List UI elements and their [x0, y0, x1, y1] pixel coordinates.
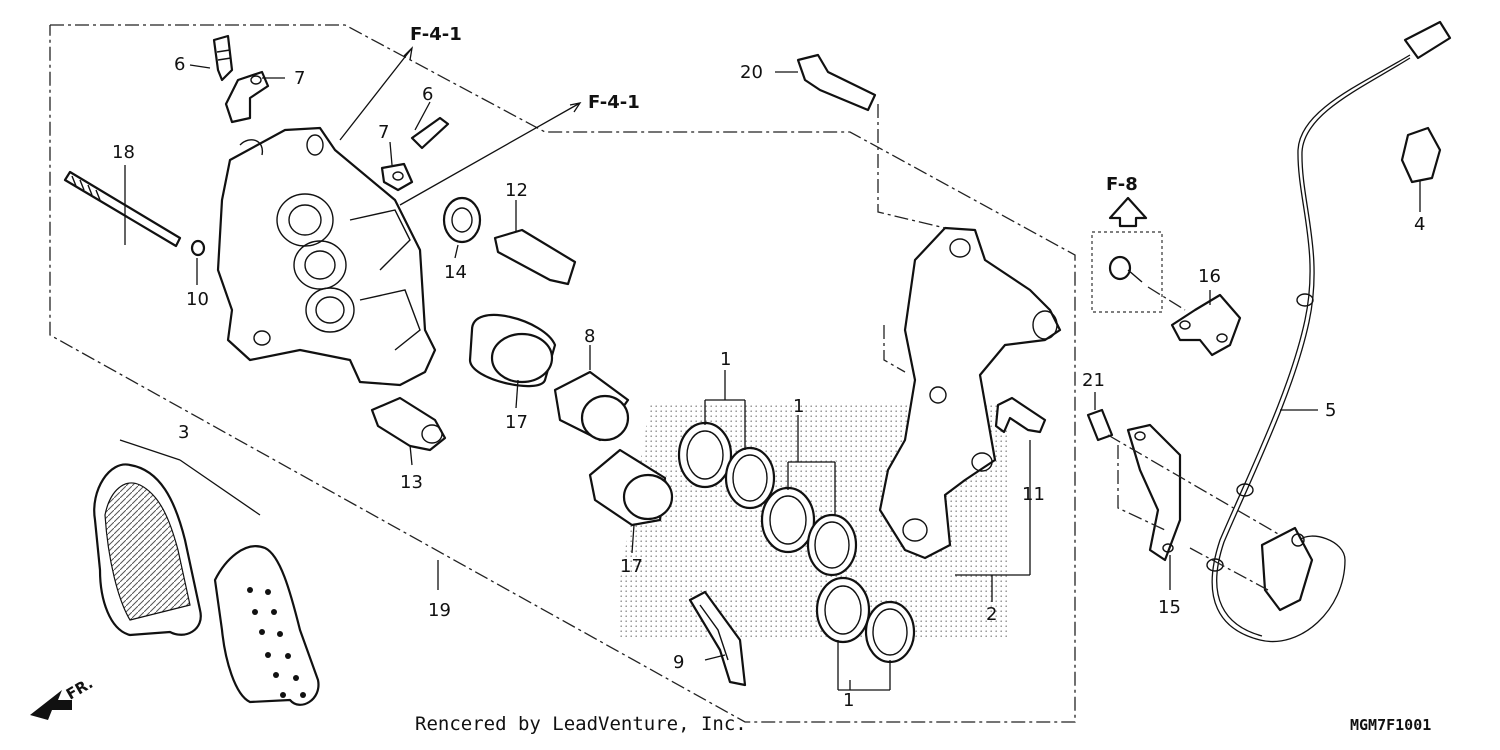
seal-rings [677, 421, 916, 664]
diagram-code: MGM7F1001 [1350, 716, 1432, 734]
pistons [468, 313, 674, 527]
callout-6-a: 6 [174, 54, 185, 75]
wheel-speed-sensor [1086, 20, 1452, 643]
ref-f-8: F-8 [1106, 174, 1138, 195]
callout-15: 15 [1158, 597, 1181, 618]
callout-10: 10 [186, 289, 209, 310]
callout-1-b: 1 [793, 396, 804, 417]
bleeder-screws [212, 34, 450, 192]
pad-spring [688, 590, 747, 687]
caliper-bracket [878, 226, 1062, 560]
ref-f-4-1-b: F-4-1 [588, 92, 640, 113]
callout-6-b: 6 [422, 84, 433, 105]
callout-5: 5 [1325, 400, 1336, 421]
callout-17-a: 17 [505, 412, 528, 433]
callout-labels: 1 1 1 1 2 3 4 5 6 6 7 7 8 9 10 11 12 13 … [112, 54, 1425, 711]
assembly-outline [49, 24, 1076, 723]
credit-text: Rencered by LeadVenture, Inc. [415, 713, 747, 735]
leader-lines [119, 46, 1421, 691]
callout-8: 8 [584, 326, 595, 347]
sensor-bracket [1091, 231, 1242, 357]
callout-2: 2 [986, 604, 997, 625]
callout-7-a: 7 [294, 68, 305, 89]
callout-9: 9 [673, 652, 684, 673]
callout-20: 20 [740, 62, 763, 83]
reference-labels: F-4-1 F-4-1 F-8 [410, 24, 1138, 195]
pad-pin [63, 170, 206, 257]
callout-1-c: 1 [843, 690, 854, 711]
brake-pads [93, 463, 320, 706]
callout-12: 12 [505, 180, 528, 201]
callout-4: 4 [1414, 214, 1425, 235]
callout-1-a: 1 [720, 349, 731, 370]
callout-21: 21 [1082, 370, 1105, 391]
ref-f-4-1-a: F-4-1 [410, 24, 462, 45]
caliper-body [216, 126, 437, 387]
front-arrow-icon [30, 690, 72, 720]
f8-arrow [1108, 196, 1148, 228]
callout-11: 11 [1022, 484, 1045, 505]
callout-17-b: 17 [620, 556, 643, 577]
callout-13: 13 [400, 472, 423, 493]
pad-retainer [994, 396, 1047, 434]
bracket-bolt [796, 53, 877, 112]
callout-16: 16 [1198, 266, 1221, 287]
callout-3: 3 [178, 422, 189, 443]
callout-7-b: 7 [378, 122, 389, 143]
callout-18: 18 [112, 142, 135, 163]
callout-19: 19 [428, 600, 451, 621]
front-marker-label: FR. [63, 674, 96, 703]
callout-14: 14 [444, 262, 467, 283]
boot-and-pins [370, 196, 577, 452]
